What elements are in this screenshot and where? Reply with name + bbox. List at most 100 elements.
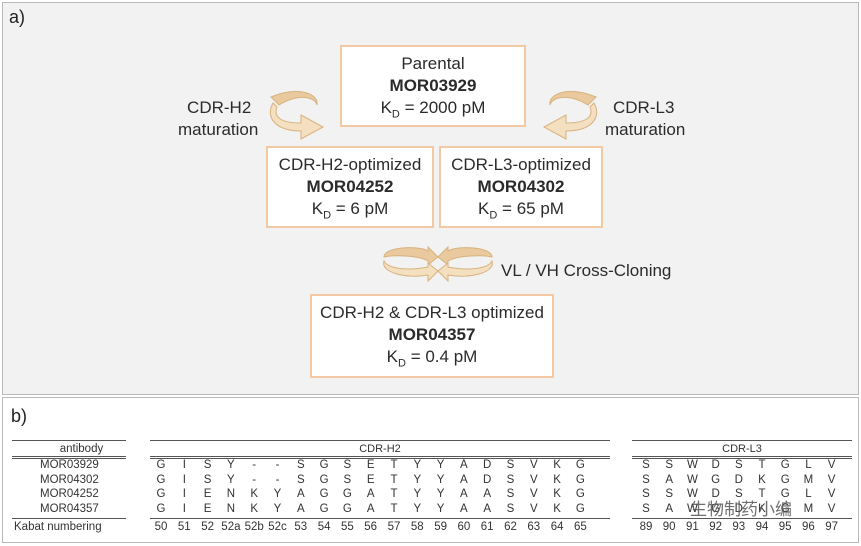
cdr-l3-header-rule (632, 456, 852, 459)
cdr-l3-residue: D (734, 502, 743, 515)
panel-a-label: a) (9, 7, 26, 27)
kabat-number-h2: 54 (317, 521, 331, 533)
cdr-h2-residue: I (182, 488, 186, 500)
kabat-number-h2: 59 (434, 521, 447, 533)
curved-arrow-left-icon (269, 91, 325, 140)
cdr-l3-residue: L (805, 488, 812, 500)
cdr-h2-residue: A (460, 473, 468, 486)
kabat-label: Kabat numbering (14, 521, 102, 533)
cdr-h2-residue: G (575, 459, 585, 471)
cdr-h2-residue: - (252, 473, 257, 486)
cdr-h2-residue: - (275, 459, 280, 471)
kabat-number-h2: 61 (480, 521, 494, 533)
cross-cloning-arrows-icon (383, 245, 493, 283)
cdr-h2-residue: E (203, 502, 212, 515)
cdr-l3-residue: D (734, 473, 743, 486)
cdr-h2-residue: Y (413, 502, 422, 515)
kabat-number-h2: 63 (527, 521, 541, 533)
l3-maturation-label: CDR-L3 maturation (605, 98, 686, 139)
cdr-h2-residue: T (390, 488, 398, 500)
cdr-h2-residue: G (575, 502, 585, 515)
cdr-l3-residue: G (780, 459, 790, 471)
antibody-name: MOR04357 (40, 502, 99, 515)
cdr-l3-residue: W (686, 473, 698, 486)
cdr-h2-residue: - (275, 473, 280, 486)
cdr-l3-residue: G (711, 502, 721, 515)
antibody-name: MOR04252 (40, 488, 99, 500)
cdr-h2-residue: A (366, 502, 375, 515)
cdr-h2-residue: Y (273, 502, 282, 515)
kabat-number-l3: 96 (801, 521, 815, 533)
cdr-h2-header: CDR-H2 (359, 443, 401, 455)
cdr-l3-residue: L (805, 459, 812, 471)
h2-name: MOR04252 (306, 177, 394, 196)
cdr-l3-residue: S (642, 502, 650, 515)
kabat-number-h2: 52c (268, 521, 287, 533)
cdr-h2-residue: Y (436, 488, 445, 500)
kabat-number-l3: 94 (755, 521, 769, 533)
cdr-h2-residue: G (342, 488, 352, 500)
cdr-h2-residue: I (182, 473, 186, 486)
cdr-h2-residue: Y (413, 488, 422, 500)
cdr-l3-residue: W (686, 502, 698, 515)
kabat-number-h2: 62 (504, 521, 517, 533)
combined-box: CDR-H2 & CDR-L3 optimized MOR04357 KD = … (310, 294, 554, 378)
cdr-h2-residue: N (226, 502, 236, 515)
kabat-number-l3: 89 (639, 521, 653, 533)
cdr-h2-residue: G (575, 488, 585, 500)
cdr-l3-residue: S (642, 488, 650, 500)
parental-box: Parental MOR03929 KD = 2000 pM (340, 45, 526, 127)
kabat-number-l3: 93 (732, 521, 746, 533)
l3-title: CDR-L3-optimized (451, 155, 591, 174)
h2-maturation-label: CDR-H2 maturation (178, 98, 259, 139)
kabat-number-l3: 97 (825, 521, 838, 533)
cdr-l3-residue: G (780, 488, 790, 500)
cdr-h2-residue: G (319, 473, 329, 486)
antibody-header-top-rule (12, 440, 126, 441)
cdr-l3-residue: D (711, 459, 720, 471)
cdr-l3-residue: S (642, 473, 650, 486)
antibody-name: MOR03929 (40, 459, 99, 471)
cdr-h2-residue: A (460, 488, 468, 500)
cdr-h2-residue: Y (413, 459, 422, 471)
cdr-h2-residue: S (506, 502, 515, 515)
cdr-h2-residue: S (506, 488, 515, 500)
cdr-h2-residue: E (366, 459, 375, 471)
kabat-number-h2: 52b (244, 521, 264, 533)
cdr-h2-residue: D (483, 459, 492, 471)
cdr-l3-residue: T (758, 488, 766, 500)
cdr-l3-residue: A (665, 502, 674, 515)
cdr-l3-residue: W (686, 459, 698, 471)
kabat-number-h2: 57 (387, 521, 401, 533)
cdr-h2-residue: Y (436, 473, 445, 486)
l3-kd: KD = 65 pM (478, 199, 564, 222)
cdr-l3-residue: K (758, 502, 766, 515)
cdr-l3-residue: V (827, 473, 836, 486)
cdr-l3-residue: A (665, 473, 674, 486)
kabat-number-h2: 53 (294, 521, 308, 533)
cdr-h2-residue: A (483, 502, 492, 515)
cdr-h2-residue: G (342, 502, 352, 515)
h2-kd: KD = 6 pM (311, 199, 389, 222)
cdr-h2-residue: S (506, 459, 515, 471)
kabat-number-h2: 51 (177, 521, 191, 533)
cdr-l3-top-rule (632, 440, 852, 441)
cdr-h2-residue: K (250, 502, 259, 515)
cdr-l3-bottom-rule (632, 518, 852, 519)
cdr-h2-residue: A (366, 488, 375, 500)
cdr-l3-header: CDR-L3 (722, 443, 762, 455)
h2-optimized-box: CDR-H2-optimized MOR04252 KD = 6 pM (266, 146, 434, 228)
cdr-h2-residue: S (203, 473, 212, 486)
l3-optimized-box: CDR-L3-optimized MOR04302 KD = 65 pM (439, 146, 603, 228)
kabat-number-h2: 65 (573, 521, 587, 533)
cdr-h2-residue: A (296, 488, 305, 500)
cdr-h2-residue: T (390, 459, 398, 471)
cdr-h2-residue: V (529, 459, 538, 471)
kabat-number-h2: 58 (410, 521, 424, 533)
kabat-number-h2: 50 (154, 521, 168, 533)
h2-title: CDR-H2-optimized (278, 155, 422, 174)
cdr-h2-residue: G (156, 502, 166, 515)
cdr-l3-residue: W (686, 488, 698, 500)
cdr-h2-residue: Y (436, 502, 445, 515)
antibody-name: MOR04302 (40, 473, 99, 486)
